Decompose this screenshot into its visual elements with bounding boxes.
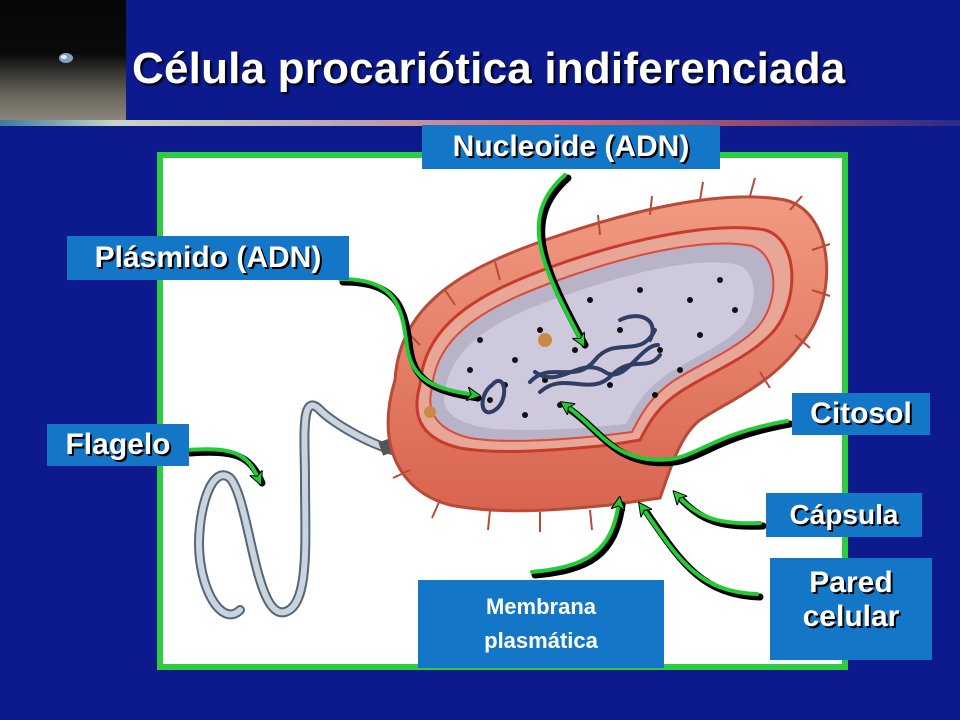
capsule-label: Cápsula (766, 493, 922, 537)
earth-rise-thumbnail (0, 0, 126, 120)
cytosol-label: Citosol (792, 393, 930, 435)
membrane-label: Membrana plasmática (418, 580, 664, 668)
membrane-label-line2: plasmática (484, 628, 598, 653)
pointer-arrows (185, 173, 794, 601)
membrane-label-line1: Membrana (485, 594, 597, 619)
nucleoid (528, 314, 662, 394)
cytosol-interior (424, 262, 754, 430)
earth-icon (59, 53, 73, 63)
flagellum-label: Flagelo (47, 424, 189, 466)
title-rule-divider (0, 120, 960, 126)
granule (424, 406, 436, 418)
granule (538, 333, 552, 347)
nucleoid-label: Nucleoide (ADN) (422, 125, 720, 169)
plasmid (480, 378, 507, 415)
cell-wall-label-line2: celular (802, 600, 900, 633)
plasmid-label: Plásmido (ADN) (67, 236, 349, 280)
cell-wall-label-line1: Pared (809, 566, 893, 599)
cell-wall-label: Pared celular (770, 558, 932, 660)
slide-title: Célula procariótica indiferenciada (132, 44, 846, 93)
